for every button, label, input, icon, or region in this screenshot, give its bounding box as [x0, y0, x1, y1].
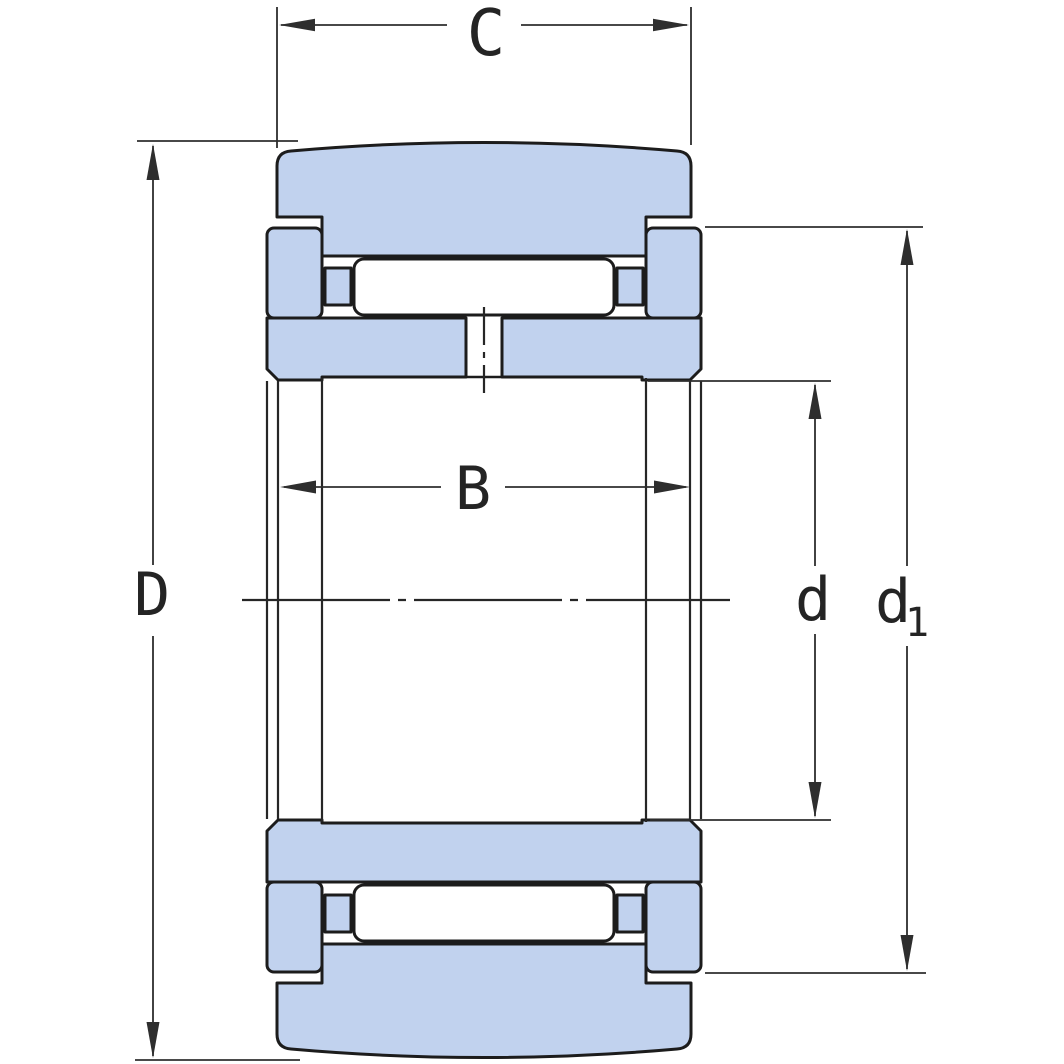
- inner-ring-top-right: [500, 316, 703, 382]
- d-outer-dimension-label: D: [134, 560, 170, 630]
- d1-arrowhead-top: [900, 229, 914, 265]
- c-arrowhead-right: [653, 18, 689, 32]
- d-outer-arrowhead-bottom: [146, 1022, 160, 1058]
- needle-roller-top: [352, 257, 616, 317]
- d-bore-dimension-label: d: [795, 565, 831, 635]
- d-bore-arrowhead-top: [808, 383, 822, 419]
- thrust-washer-bottom-right: [644, 880, 703, 974]
- thrust-washer-top-right: [644, 226, 703, 320]
- d1-dimension-label-base: d: [875, 567, 911, 637]
- b-dimension-label: B: [455, 454, 491, 524]
- outer-ring-bottom-section: [275, 942, 693, 1059]
- b-arrowhead-right: [654, 480, 690, 494]
- d1-arrowhead-bottom: [900, 935, 914, 971]
- needle-rollers: [352, 257, 616, 943]
- roller-cage: [323, 266, 645, 934]
- cage-bar-top-right: [615, 266, 645, 307]
- outer-ring: [275, 141, 693, 1059]
- needle-roller-bottom: [352, 883, 616, 943]
- inner-ring-top-left: [265, 316, 468, 382]
- outer-ring-top-section: [275, 141, 693, 258]
- c-arrowhead-left: [279, 18, 315, 32]
- c-extension-lines: [276, 7, 692, 148]
- cage-bar-bottom-right: [615, 893, 645, 934]
- d-bore-extension-lines: [648, 380, 831, 821]
- dimension-d-bore: d: [648, 380, 831, 821]
- thrust-washer-bottom-left: [265, 880, 324, 974]
- cage-bar-bottom-left: [323, 893, 353, 934]
- cage-bar-top-left: [323, 266, 353, 307]
- dimension-b: B: [280, 454, 690, 524]
- dimension-c: C: [276, 0, 692, 148]
- d1-extension-lines: [705, 226, 926, 974]
- d1-dimension-label-subscript: 1: [905, 600, 929, 646]
- d-bore-arrowhead-bottom: [808, 782, 822, 818]
- inner-ring: [265, 316, 703, 884]
- c-dimension-label: C: [467, 0, 506, 71]
- dimension-d-outer: D: [134, 140, 300, 1061]
- b-arrowhead-left: [280, 480, 316, 494]
- d-outer-arrowhead-top: [146, 144, 160, 180]
- inner-ring-bottom-section: [265, 818, 703, 884]
- thrust-washer-top-left: [265, 226, 324, 320]
- dimension-d1: d 1: [705, 226, 929, 974]
